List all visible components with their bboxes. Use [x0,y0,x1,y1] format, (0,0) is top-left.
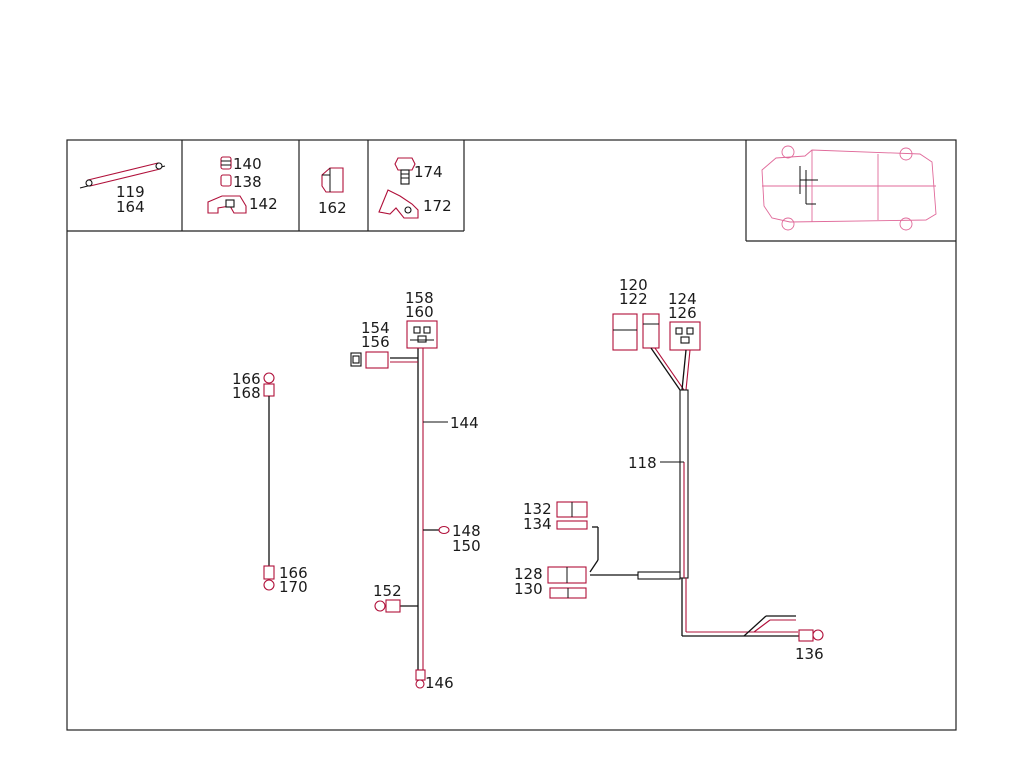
diagram-frame [66,139,957,731]
cable-166-168-170[interactable] [263,372,275,591]
label-156: 156 [361,333,390,351]
label-138: 138 [233,173,262,191]
label-134: 134 [523,515,552,533]
label-119: 119 [116,183,145,201]
label-154: 154 [361,319,390,337]
nut-part-138[interactable] [220,174,232,187]
harness-118[interactable] [547,313,824,642]
harness-144[interactable] [350,320,450,689]
label-166-bottom: 166 [279,564,308,582]
label-142: 142 [249,195,278,213]
label-128: 128 [514,565,543,583]
label-126: 126 [668,304,697,322]
nut-part-140[interactable] [220,156,232,170]
label-130: 130 [514,580,543,598]
clip-part-162[interactable] [321,167,344,193]
label-172: 172 [423,197,452,215]
label-146: 146 [425,674,454,692]
label-122: 122 [619,290,648,308]
label-148: 148 [452,522,481,540]
label-166-top: 166 [232,370,261,388]
label-118: 118 [628,454,657,472]
label-158: 158 [405,289,434,307]
tube-sleeve-part[interactable] [79,162,166,189]
label-150: 150 [452,537,481,555]
label-170: 170 [279,578,308,596]
label-144: 144 [450,414,479,432]
bracket-part-142[interactable] [207,195,247,214]
label-136: 136 [795,645,824,663]
label-168: 168 [232,384,261,402]
bolt-part-174[interactable] [394,157,416,185]
label-160: 160 [405,303,434,321]
label-124: 124 [668,290,697,308]
label-140: 140 [233,155,262,173]
label-132: 132 [523,500,552,518]
label-174: 174 [414,163,443,181]
label-164: 164 [116,198,145,216]
label-162: 162 [318,199,347,217]
label-120: 120 [619,276,648,294]
vehicle-location-icon [761,145,937,231]
label-152: 152 [373,582,402,600]
clamp-part-172[interactable] [378,189,419,219]
